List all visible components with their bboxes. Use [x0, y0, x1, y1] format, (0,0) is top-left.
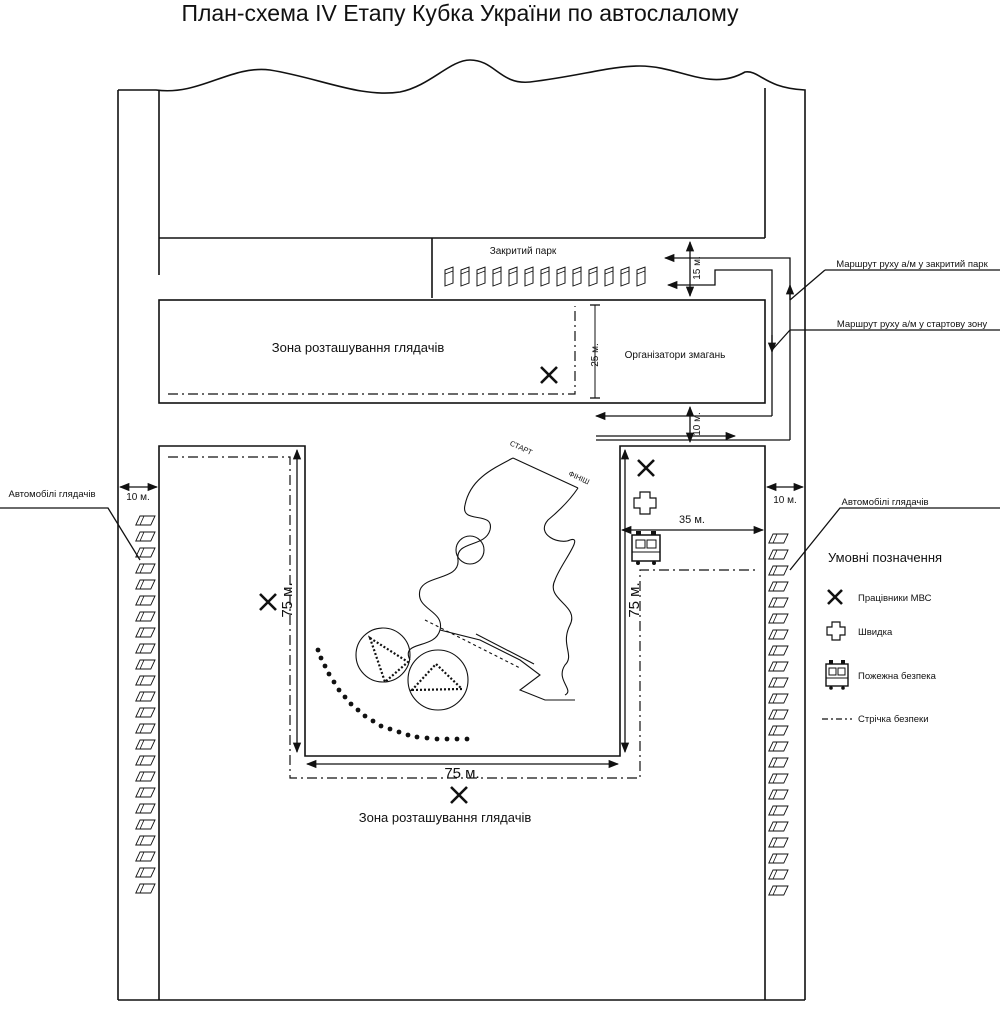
dim-75m-bottom: 75 м.	[444, 765, 479, 782]
fire-truck-icon	[631, 531, 661, 565]
legend: Умовні позначення Працівники МВС Швидка …	[822, 550, 942, 725]
dim-10m-left: 10 м.	[126, 492, 150, 503]
dim-35m: 35 м.	[679, 514, 705, 526]
route-closed-park-label: Маршрут руху а/м у закритий парк	[836, 259, 988, 270]
dim-75m-left: 75 м.	[279, 582, 296, 617]
police-cross-icon	[827, 589, 843, 605]
spectator-zone-top-label: Зона розташування глядачів	[272, 340, 445, 355]
legend-item-label: Працівники МВС	[858, 593, 932, 604]
police-cross-icon	[259, 366, 655, 804]
safety-tape	[168, 306, 755, 779]
legend-item-label: Стрічка безпеки	[858, 714, 929, 725]
dim-15m: 15 м.	[692, 256, 703, 280]
cone-triangle	[367, 635, 465, 692]
fire-truck-icon	[825, 660, 849, 690]
page-title: План-схема IV Етапу Кубка України по авт…	[181, 0, 739, 26]
legend-item-label: Швидка	[858, 627, 893, 638]
start-label: СТАРТ	[508, 439, 534, 457]
slalom-track	[355, 457, 579, 711]
cone-arc	[315, 647, 470, 742]
legend-item-label: Пожежна безпека	[858, 671, 937, 682]
closed-park-cars	[444, 266, 646, 287]
dim-75m-right: 75 м.	[626, 582, 643, 617]
spectator-zone-bottom-label: Зона розташування глядачів	[359, 810, 532, 825]
finish-label: ФІНІШ	[567, 469, 591, 487]
legend-title: Умовні позначення	[828, 550, 942, 565]
ambulance-cross-icon	[826, 621, 846, 641]
route-start-zone-label: Маршрут руху а/м у стартову зону	[837, 319, 988, 330]
closed-park-label: Закритий парк	[490, 246, 557, 257]
dim-10m-right: 10 м.	[773, 495, 797, 506]
spectator-cars-left	[135, 515, 156, 894]
organizers-label: Організатори змагань	[625, 350, 726, 361]
spectator-cars-left-label: Автомобілі глядачів	[8, 489, 95, 500]
dim-10m-mid: 10 м.	[692, 412, 703, 436]
route-arrows	[0, 240, 1000, 769]
spectator-cars-right	[768, 533, 789, 896]
spectator-cars-right-label: Автомобілі глядачів	[841, 497, 928, 508]
dim-25m: 25 м.	[590, 343, 601, 367]
boundary-lines	[117, 59, 806, 1001]
ambulance-cross-icon	[633, 491, 657, 515]
